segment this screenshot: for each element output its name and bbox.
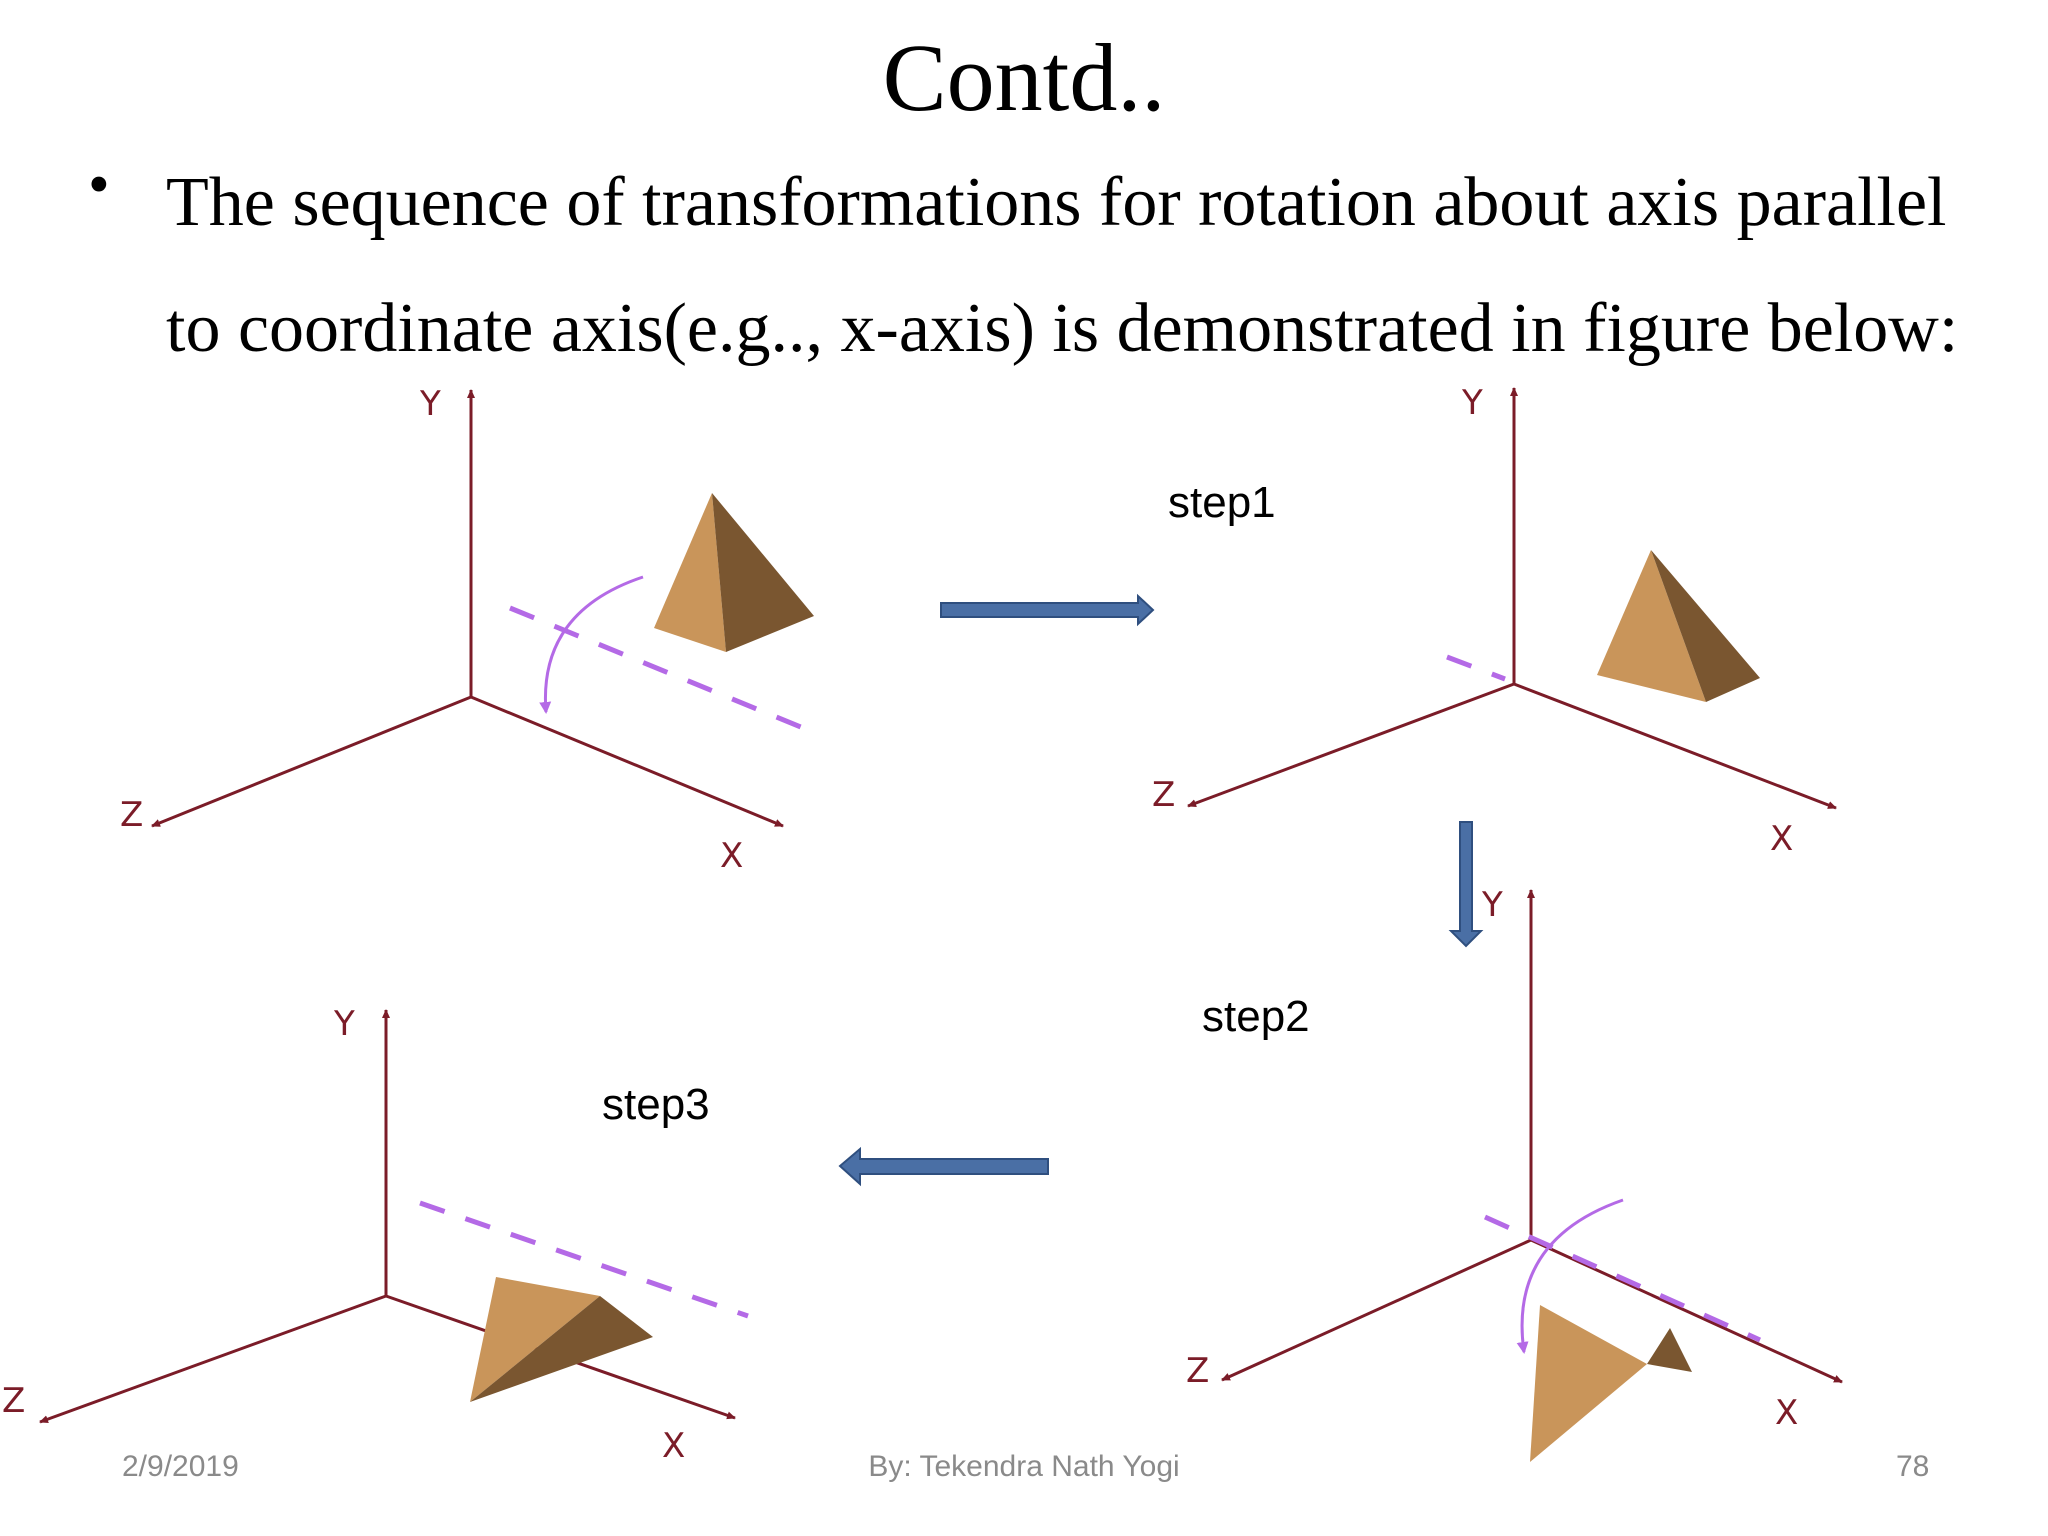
x-axis-label: X (720, 836, 743, 876)
step3-label: step3 (602, 1080, 710, 1129)
z-axis-label: Z (2, 1381, 25, 1421)
z-axis (1221, 1238, 1532, 1382)
footer-author: By: Tekendra Nath Yogi (868, 1450, 1180, 1483)
z-axis-label: Z (1186, 1351, 1209, 1391)
rotation-axis-line (1446, 654, 1506, 682)
z-axis (39, 1294, 387, 1424)
z-axis-label: Z (120, 795, 143, 835)
pyramid-icon (470, 1277, 653, 1402)
slide-title: Contd.. (882, 24, 1166, 131)
panel-step3: Y Z X (2, 1004, 749, 1466)
y-axis-label: Y (1461, 383, 1483, 423)
y-axis-label: Y (333, 1004, 355, 1044)
panel-initial: Y Z X (120, 384, 814, 876)
z-axis (1187, 682, 1515, 808)
z-axis-label: Z (1152, 775, 1175, 815)
x-axis (470, 695, 784, 828)
pyramid-icon (1530, 1305, 1692, 1462)
rotation-axis-line (1483, 1214, 1762, 1343)
slide-number: 78 (1896, 1450, 1930, 1483)
bullet-text: The sequence of transformations for rota… (166, 164, 1959, 367)
y-axis-label: Y (419, 384, 441, 424)
x-axis-label: X (1775, 1393, 1798, 1433)
step3-arrow-icon (838, 1146, 1049, 1187)
x-axis-label: X (662, 1426, 685, 1466)
pyramid-icon (1597, 550, 1760, 702)
step2-label: step2 (1202, 992, 1310, 1041)
panel-step1: Y Z X (1152, 383, 1837, 859)
step2-arrow-icon (1448, 821, 1484, 948)
bullet-marker: • (88, 151, 110, 219)
rotation-arrow-icon (1516, 1198, 1624, 1354)
x-axis (1530, 1238, 1843, 1384)
footer-date: 2/9/2019 (122, 1450, 239, 1483)
y-axis-label: Y (1481, 885, 1503, 925)
z-axis (151, 695, 472, 828)
panel-step2: Y Z X (1186, 885, 1843, 1462)
rotation-axis-line (419, 1200, 749, 1319)
rotation-axis-line (509, 605, 809, 733)
pyramid-icon (654, 493, 814, 652)
rotation-arrow-icon (539, 575, 644, 714)
x-axis (1513, 682, 1837, 810)
step1-label: step1 (1168, 478, 1276, 527)
step1-arrow-icon (940, 593, 1155, 627)
x-axis-label: X (1770, 819, 1793, 859)
